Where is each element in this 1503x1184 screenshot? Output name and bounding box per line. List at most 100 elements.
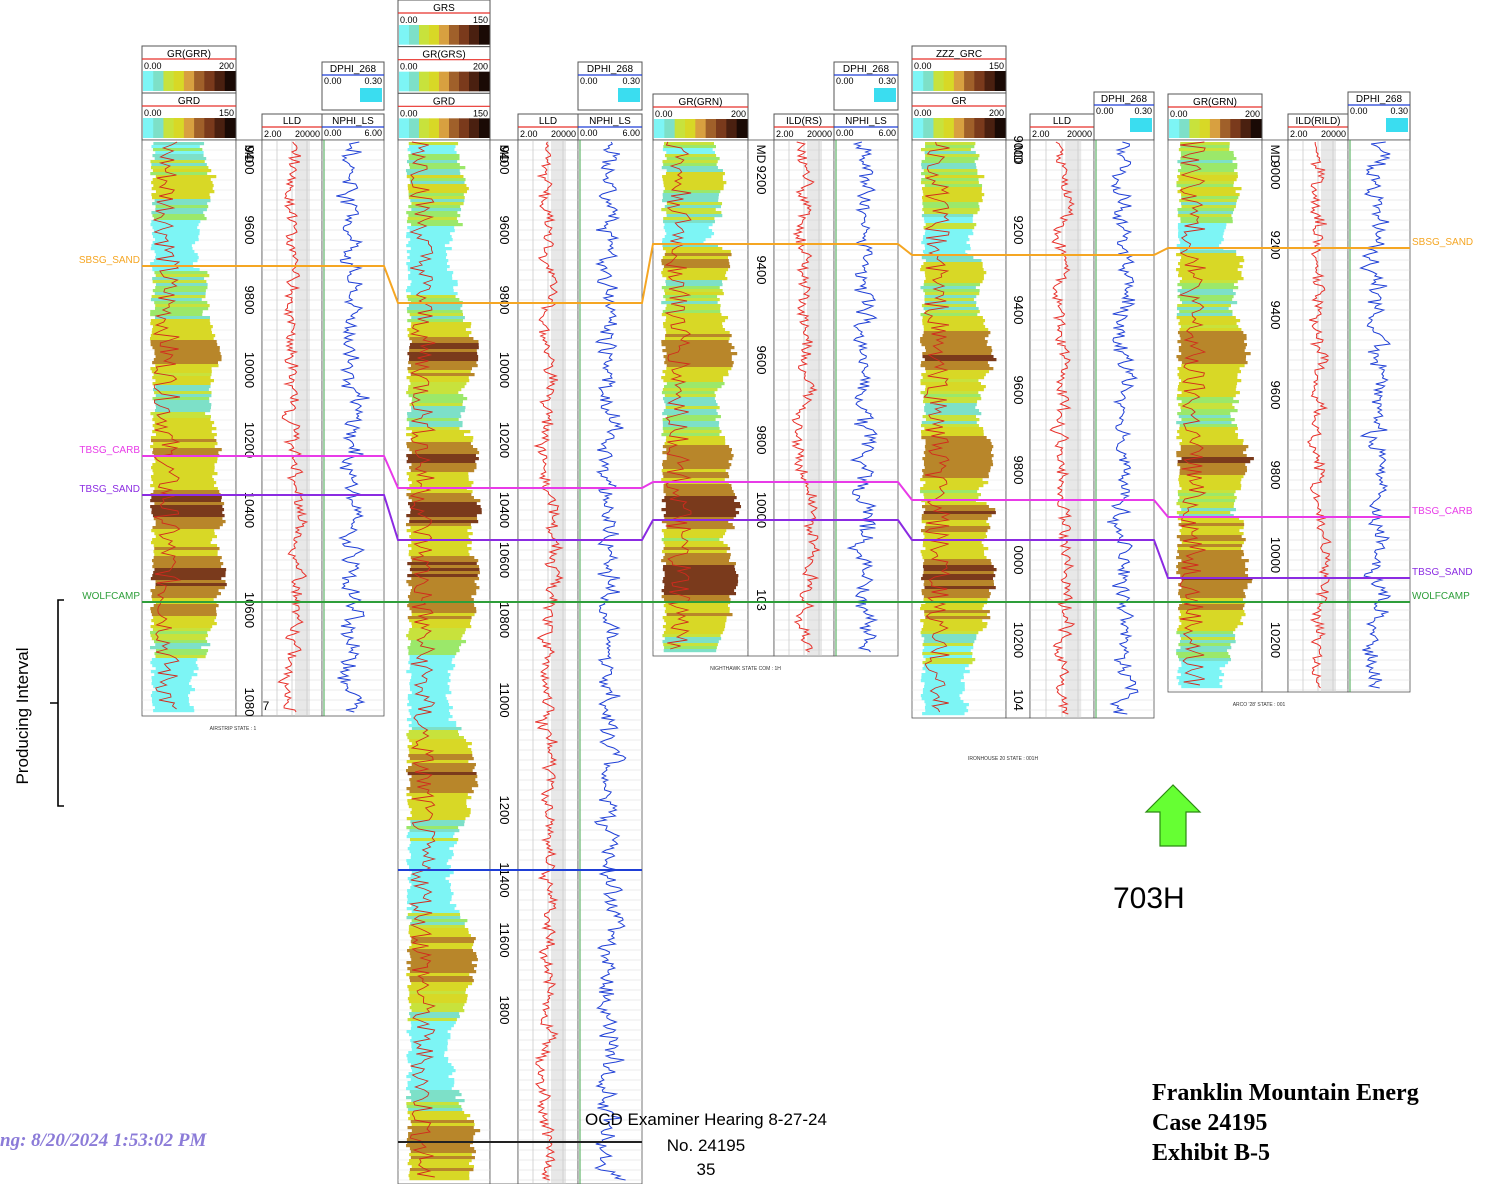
- gr-fill-slice: [663, 592, 737, 596]
- gr-fill-slice: [921, 634, 977, 638]
- gr-fill-slice: [920, 478, 983, 482]
- gr-fill-slice: [150, 646, 202, 650]
- well-panel-w1: [141, 45, 385, 717]
- gr-fill-slice: [1178, 274, 1242, 278]
- gr-fill-slice: [407, 694, 446, 698]
- res-scale-max: 20000: [551, 129, 576, 139]
- gr-fill-slice: [411, 577, 480, 581]
- gr-fill-slice: [661, 259, 729, 263]
- gr-fill-slice: [408, 502, 477, 506]
- gr-fill-slice: [666, 304, 721, 308]
- gr-fill-slice: [662, 625, 726, 629]
- gr-fill-slice: [407, 328, 466, 332]
- gr-fill-slice: [1178, 262, 1240, 266]
- gr-fill-slice: [664, 337, 730, 341]
- gr-fill-slice: [664, 142, 714, 146]
- gr-fill-slice: [407, 367, 473, 371]
- gr-fill-slice: [153, 622, 217, 626]
- gr-fill-slice: [411, 1045, 448, 1049]
- gr-fill-slice: [662, 463, 732, 467]
- swatch-cell: [419, 71, 430, 92]
- gr-fill-slice: [407, 1018, 457, 1022]
- gr-fill-slice: [410, 271, 454, 275]
- gr-fill-slice: [921, 256, 974, 260]
- res-curve-name: LLD: [283, 116, 301, 127]
- gr-fill-slice: [921, 421, 977, 425]
- gr-fill-slice: [408, 214, 461, 218]
- gr-fill-slice: [663, 631, 723, 635]
- depth-tick-label: 9600: [242, 216, 257, 245]
- gr-color-swatch: [913, 71, 1006, 91]
- gr-fill-slice: [409, 1147, 475, 1151]
- gr-fill-slice: [663, 484, 732, 488]
- gr-fill-slice: [407, 1084, 454, 1088]
- gr-fill-slice: [155, 253, 198, 257]
- gr-fill-slice: [661, 469, 726, 473]
- gr-fill-slice: [408, 754, 473, 758]
- gr-fill-slice: [1179, 238, 1224, 242]
- gr-fill-slice: [1176, 313, 1233, 317]
- gr-fill-slice: [153, 481, 217, 485]
- gr-fill-slice: [409, 970, 477, 974]
- swatch-cell: [409, 118, 420, 138]
- gr-fill-slice: [407, 697, 447, 701]
- gr-fill-slice: [406, 670, 448, 674]
- gr-fill-slice: [411, 541, 472, 545]
- gr-fill-slice: [408, 157, 460, 161]
- gr-fill-slice: [1177, 463, 1246, 467]
- gr-fill-slice: [920, 487, 979, 491]
- gr-fill-slice: [920, 424, 979, 428]
- res-scale-max: 20000: [807, 129, 832, 139]
- gr-fill-slice: [150, 313, 203, 317]
- gr-fill-slice: [1181, 586, 1248, 590]
- gr-fill-slice: [154, 352, 221, 356]
- por-scale-max: 6.00: [878, 128, 896, 138]
- gr-fill-slice: [152, 280, 207, 284]
- por-curve-name: NPHI_LS: [845, 116, 887, 127]
- swatch-cell: [399, 118, 410, 138]
- gr-fill-slice: [150, 172, 208, 176]
- swatch-cell: [173, 71, 185, 91]
- gr-fill-slice: [154, 301, 208, 305]
- gr-fill-slice: [411, 1009, 465, 1013]
- gr-fill-slice: [663, 226, 709, 230]
- gr-fill-slice: [152, 376, 211, 380]
- gr-fill-slice: [923, 289, 980, 293]
- gr-fill-slice: [409, 163, 460, 167]
- gr-fill-slice: [1181, 457, 1254, 461]
- gr-fill-slice: [1178, 643, 1231, 647]
- gr-fill-slice: [411, 322, 472, 326]
- gr-fill-slice: [155, 667, 199, 671]
- gr-fill-slice: [920, 550, 984, 554]
- por-curve-name: DPHI_268: [330, 64, 377, 75]
- por-scale-max: 0.30: [1390, 106, 1408, 116]
- gr-fill-slice: [409, 598, 474, 602]
- gr-fill-slice: [1181, 400, 1239, 404]
- gr-fill-slice: [1179, 424, 1238, 428]
- gr-fill-slice: [411, 958, 478, 962]
- gr-fill-slice: [153, 604, 219, 608]
- gr-fill-slice: [409, 568, 480, 572]
- gr-fill-slice: [151, 478, 214, 482]
- formation-label-right: WOLFCAMP: [1412, 591, 1470, 602]
- gr-fill-slice: [155, 283, 208, 287]
- depth-tick-label: 10000: [754, 492, 769, 528]
- gr-fill-slice: [922, 652, 973, 656]
- gr-fill-slice: [150, 367, 212, 371]
- gr-fill-slice: [154, 307, 209, 311]
- gr-fill-slice: [155, 649, 209, 653]
- gr-fill-slice: [155, 403, 212, 407]
- gr-fill-slice: [662, 640, 719, 644]
- gr-fill-slice: [662, 238, 706, 242]
- gr-fill-slice: [150, 343, 218, 347]
- gr-fill-slice: [922, 565, 994, 569]
- gr-fill-slice: [409, 880, 449, 884]
- porosity-curve: [846, 141, 879, 653]
- gr-fill-slice: [666, 415, 721, 419]
- swatch-cell: [399, 71, 410, 92]
- swatch-cell: [1250, 119, 1262, 138]
- gr-fill-slice: [922, 238, 970, 242]
- gr-fill-slice: [1181, 661, 1229, 665]
- gr-fill-slice: [407, 736, 464, 740]
- gr-fill-slice: [1181, 685, 1223, 689]
